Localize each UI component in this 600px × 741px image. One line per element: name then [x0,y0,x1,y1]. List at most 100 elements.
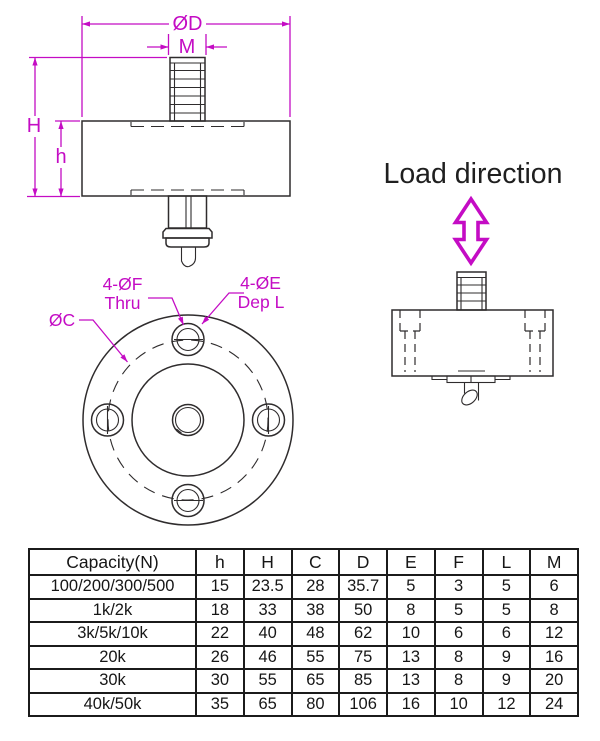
dimension-cell: 20 [529,668,579,694]
capacity-cell: 20k [28,644,197,670]
dimension-cell: 26 [195,644,245,670]
bolt-circle-label: ØC [49,310,75,330]
dimension-outer-diameter: ØD [81,13,291,117]
col-header-D: D [338,548,388,576]
dimension-cell: 24 [529,691,579,717]
dimension-cell: 22 [195,621,245,647]
thru-hole-label-line2: Thru [105,293,141,313]
threaded-stud [169,56,206,122]
dimension-cell: 50 [338,597,388,623]
side-section-view [391,271,554,406]
dimension-cell: 13 [386,644,436,670]
col-header-M: M [529,548,579,576]
dimension-cell: 13 [386,668,436,694]
load-direction-arrow-icon [452,195,490,267]
bolt-hole-right [251,403,286,437]
dimension-cell: 15 [195,574,245,600]
bolt-hole-left [90,403,125,437]
dimension-cell: 33 [242,597,293,623]
bolt-hole-bottom [171,483,205,518]
col-header-h: h [195,548,245,576]
dimension-total-height: H [27,56,167,198]
dimension-body-height: h [55,120,80,197]
dimension-cell: 46 [242,644,293,670]
dimension-cell: 3 [433,574,484,600]
front-view: ØD M H [27,13,291,268]
dimension-cell: 10 [386,621,436,647]
dimension-cell: 80 [290,691,341,717]
thru-hole-callout: 4-ØF Thru [103,274,185,326]
spec-table: Capacity(N) h H C D E F L M 100/200/300/… [28,548,579,717]
dimension-cell: 9 [481,668,532,694]
col-header-L: L [481,548,532,576]
bolt-hole-top [171,322,205,357]
col-header-capacity: Capacity(N) [28,548,197,576]
cable-gland [162,195,213,268]
dimension-cell: 75 [338,644,388,670]
col-header-E: E [386,548,436,576]
dimension-cell: 8 [386,597,436,623]
cable [461,382,480,406]
thru-hole-label-line1: 4-ØF [103,274,143,294]
bolt-circle-callout: ØC [49,310,129,363]
dim-label-total-height: H [27,115,41,137]
dimension-cell: 35 [195,691,245,717]
dimension-cell: 6 [481,621,532,647]
spec-table-container: Capacity(N) h H C D E F L M 100/200/300/… [28,548,579,717]
flange-view: 4-ØF Thru 4-ØE Dep L ØC [49,273,294,526]
dim-label-thread: M [179,36,196,58]
dimension-cell: 38 [290,597,341,623]
dimension-cell: 8 [433,668,484,694]
dimension-cell: 30 [195,668,245,694]
counterbore-callout: 4-ØE Dep L [201,273,285,325]
dimension-cell: 55 [290,644,341,670]
dimension-cell: 85 [338,668,388,694]
dimension-cell: 62 [338,621,388,647]
dimension-cell: 10 [433,691,484,717]
load-direction: Load direction [383,158,563,267]
dimension-cell: 6 [529,574,579,600]
dimension-cell: 6 [433,621,484,647]
dimension-cell: 16 [386,691,436,717]
capacity-cell: 3k/5k/10k [28,621,197,647]
dimension-cell: 18 [195,597,245,623]
col-header-H: H [242,548,293,576]
dimension-cell: 23.5 [242,574,293,600]
col-header-F: F [433,548,484,576]
dimension-cell: 35.7 [338,574,388,600]
dimension-cell: 12 [529,621,579,647]
dimension-cell: 48 [290,621,341,647]
load-direction-label: Load direction [383,158,562,190]
dim-label-outer-diameter: ØD [173,13,203,35]
dimension-cell: 5 [386,574,436,600]
spec-table-header-row: Capacity(N) h H C D E F L M [28,548,579,576]
dimension-cell: 9 [481,644,532,670]
dimension-cell: 65 [242,691,293,717]
capacity-cell: 1k/2k [28,597,197,623]
dimension-cell: 40 [242,621,293,647]
dimension-cell: 65 [290,668,341,694]
dimension-cell: 8 [529,597,579,623]
counterbore-label-line1: 4-ØE [240,273,281,293]
dimension-thread: M [147,34,227,58]
dimension-cell: 16 [529,644,579,670]
capacity-cell: 40k/50k [28,691,197,717]
technical-drawing: ØD M H [27,13,563,526]
dimension-cell: 5 [481,597,532,623]
dimension-cell: 12 [481,691,532,717]
dimension-cell: 55 [242,668,293,694]
dimension-cell: 8 [433,644,484,670]
col-header-C: C [290,548,341,576]
dimension-cell: 106 [338,691,388,717]
dim-label-body-height: h [55,146,66,168]
capacity-cell: 30k [28,668,197,694]
counterbore-label-line2: Dep L [238,292,285,312]
dimension-cell: 5 [433,597,484,623]
